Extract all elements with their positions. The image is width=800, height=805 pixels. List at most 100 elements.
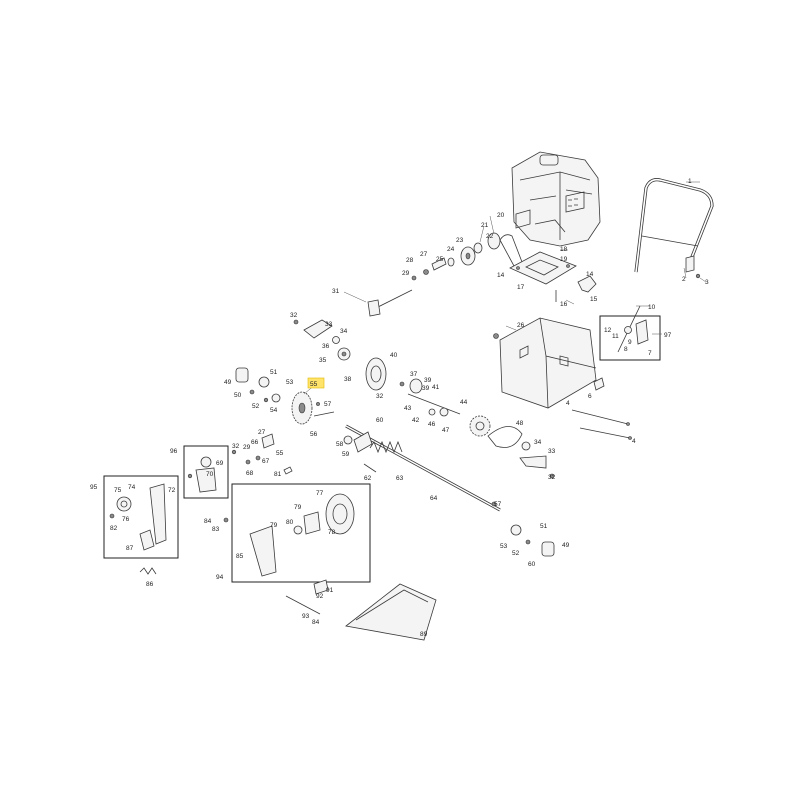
callout: 53 [500,543,508,550]
callout: 44 [460,399,468,406]
callout: 91 [326,587,334,594]
callout: 29 [243,444,251,451]
callout: 72 [168,487,176,494]
left-bearing-group [235,367,281,403]
callout: 35 [319,357,327,364]
callout-labels: 1 2 3 4 4 6 7 8 9 10 11 12 14 14 15 16 1… [90,178,709,638]
callout: 27 [258,429,266,436]
callout: 63 [396,475,404,482]
callout: 4 [566,400,570,407]
callout: 25 [436,256,444,263]
kit-box-95 [103,475,179,559]
callout: 84 [204,518,212,525]
engine-mount-plate [509,251,577,285]
callout: 42 [412,417,420,424]
axle-rods [571,409,632,440]
callout: 33 [548,448,556,455]
shaft-collar [343,431,377,473]
callout: 43 [404,405,412,412]
box-94-parts [223,493,355,577]
callout: 2 [682,276,686,283]
drive-hub [399,378,461,417]
callout: 86 [146,581,154,588]
callout: 80 [286,519,294,526]
callout: 14 [586,271,594,278]
callout: 27 [420,251,428,258]
callout: 76 [122,516,130,523]
callout: 11 [612,333,619,340]
lower-rod [285,579,329,615]
callout: 39 [424,377,432,384]
callout: 21 [481,222,489,229]
callout: 79 [294,504,302,511]
kit-box-97 [599,315,661,361]
callout: 85 [236,553,244,560]
callout: 84 [312,619,320,626]
callout: 49 [562,542,570,549]
cable-assembly [617,305,649,353]
hex-shaft-upper [313,402,335,417]
idler-arm [519,441,555,479]
callout: 1 [688,178,692,185]
highlight-box [307,377,325,389]
callout: 39 [422,385,430,392]
callout: 17 [517,284,525,291]
sprocket [469,415,523,448]
callout: 20 [497,212,505,219]
callout: 36 [322,343,330,350]
callout: 50 [234,392,242,399]
callout: 18 [560,246,568,253]
callout: 48 [516,420,524,427]
callout: 7 [648,350,652,357]
tension-lever [411,257,447,281]
callout: 77 [316,490,324,497]
callout: 53 [286,379,294,386]
frame-housing [493,317,605,409]
callout: 10 [648,304,656,311]
callout: 70 [206,471,214,478]
callout: 89 [420,631,428,638]
callout: 15 [590,296,598,303]
callout: 31 [332,288,340,295]
engine-pulleys [447,232,501,267]
callout: 16 [560,301,568,308]
callout: 93 [302,613,310,620]
friction-disc [365,357,387,391]
callout: 46 [428,421,436,428]
callout: 69 [216,460,224,467]
callout: 52 [512,550,520,557]
callout: 32 [232,443,240,450]
callout: 62 [364,475,372,482]
callout: 40 [390,352,398,359]
callout: 33 [325,321,333,328]
callout: 83 [212,526,220,533]
callout: 74 [128,484,136,491]
callout: 3 [705,279,709,286]
callout: 57 [494,501,502,508]
friction-bracket [293,319,351,361]
callout: 9 [628,339,632,346]
callout: 56 [310,431,318,438]
callout: 28 [406,257,414,264]
callout: 97 [664,332,672,339]
kit-box-96 [183,445,229,499]
callout: 78 [328,529,336,536]
callout: 54 [270,407,278,414]
callout: 29 [402,270,410,277]
callout: 24 [447,246,455,253]
callout: 26 [517,322,525,329]
callout: 51 [270,369,278,376]
callout: 66 [251,439,259,446]
callout: 59 [342,451,350,458]
callout: 41 [432,384,440,391]
callout: 96 [170,448,178,455]
callout: 12 [604,327,612,334]
callout: 8 [624,346,628,353]
callout: 95 [90,484,98,491]
callout: 23 [456,237,464,244]
engine-bracket [577,275,597,293]
callout: 34 [534,439,542,446]
callout: 34 [340,328,348,335]
callout: 37 [410,371,418,378]
callout: 22 [486,233,494,240]
